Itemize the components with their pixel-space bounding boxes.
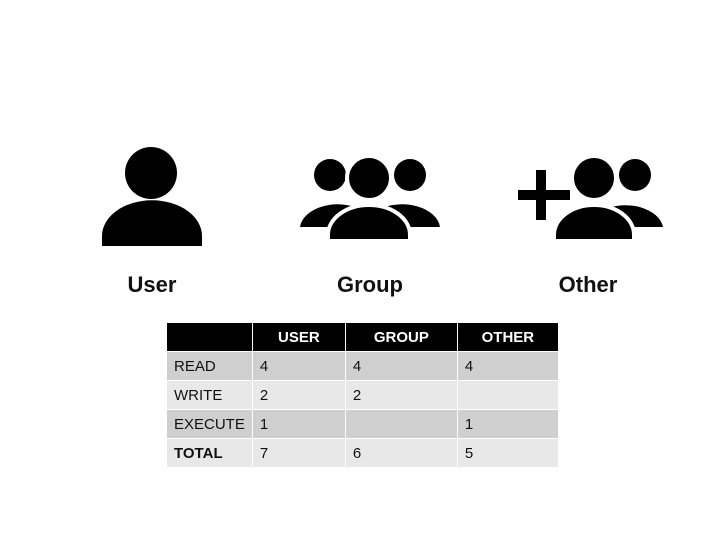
table-cell: [456, 380, 559, 410]
user-icon: [102, 147, 202, 246]
table-header-row: USER GROUP OTHER: [166, 322, 559, 352]
table-cell: 7: [251, 438, 346, 468]
user-icon-block: [62, 140, 242, 310]
group-icon-block: [280, 140, 460, 310]
table-row-total: TOTAL 7 6 5: [166, 438, 559, 468]
table-cell: 4: [251, 351, 346, 381]
table-cell: 4: [344, 351, 458, 381]
table-header-user: USER: [251, 322, 346, 352]
table-cell: 4: [456, 351, 559, 381]
table-cell: 6: [344, 438, 458, 468]
table-row: READ 4 4 4: [166, 351, 559, 381]
table-header-group: GROUP: [344, 322, 458, 352]
other-label: Other: [558, 272, 618, 297]
table-row: WRITE 2 2: [166, 380, 559, 410]
table-row: EXECUTE 1 1: [166, 409, 559, 439]
table-cell: 1: [456, 409, 559, 439]
table-cell: 2: [251, 380, 346, 410]
group-icon: [300, 154, 440, 243]
other-icon: [518, 154, 663, 243]
table-cell: 1: [251, 409, 346, 439]
table-cell: 5: [456, 438, 559, 468]
row-label-read: READ: [166, 351, 253, 381]
row-label-total: TOTAL: [166, 438, 253, 468]
table-header-other: OTHER: [456, 322, 559, 352]
row-label-execute: EXECUTE: [166, 409, 253, 439]
other-icon-block: [500, 140, 680, 310]
user-label: User: [127, 272, 177, 297]
group-label: Group: [337, 272, 403, 297]
table-cell: 2: [344, 380, 458, 410]
table-cell: [344, 409, 458, 439]
row-label-write: WRITE: [166, 380, 253, 410]
permissions-table: USER GROUP OTHER READ 4 4 4 WRITE 2 2 EX…: [166, 322, 559, 468]
table-header-corner: [166, 322, 253, 352]
